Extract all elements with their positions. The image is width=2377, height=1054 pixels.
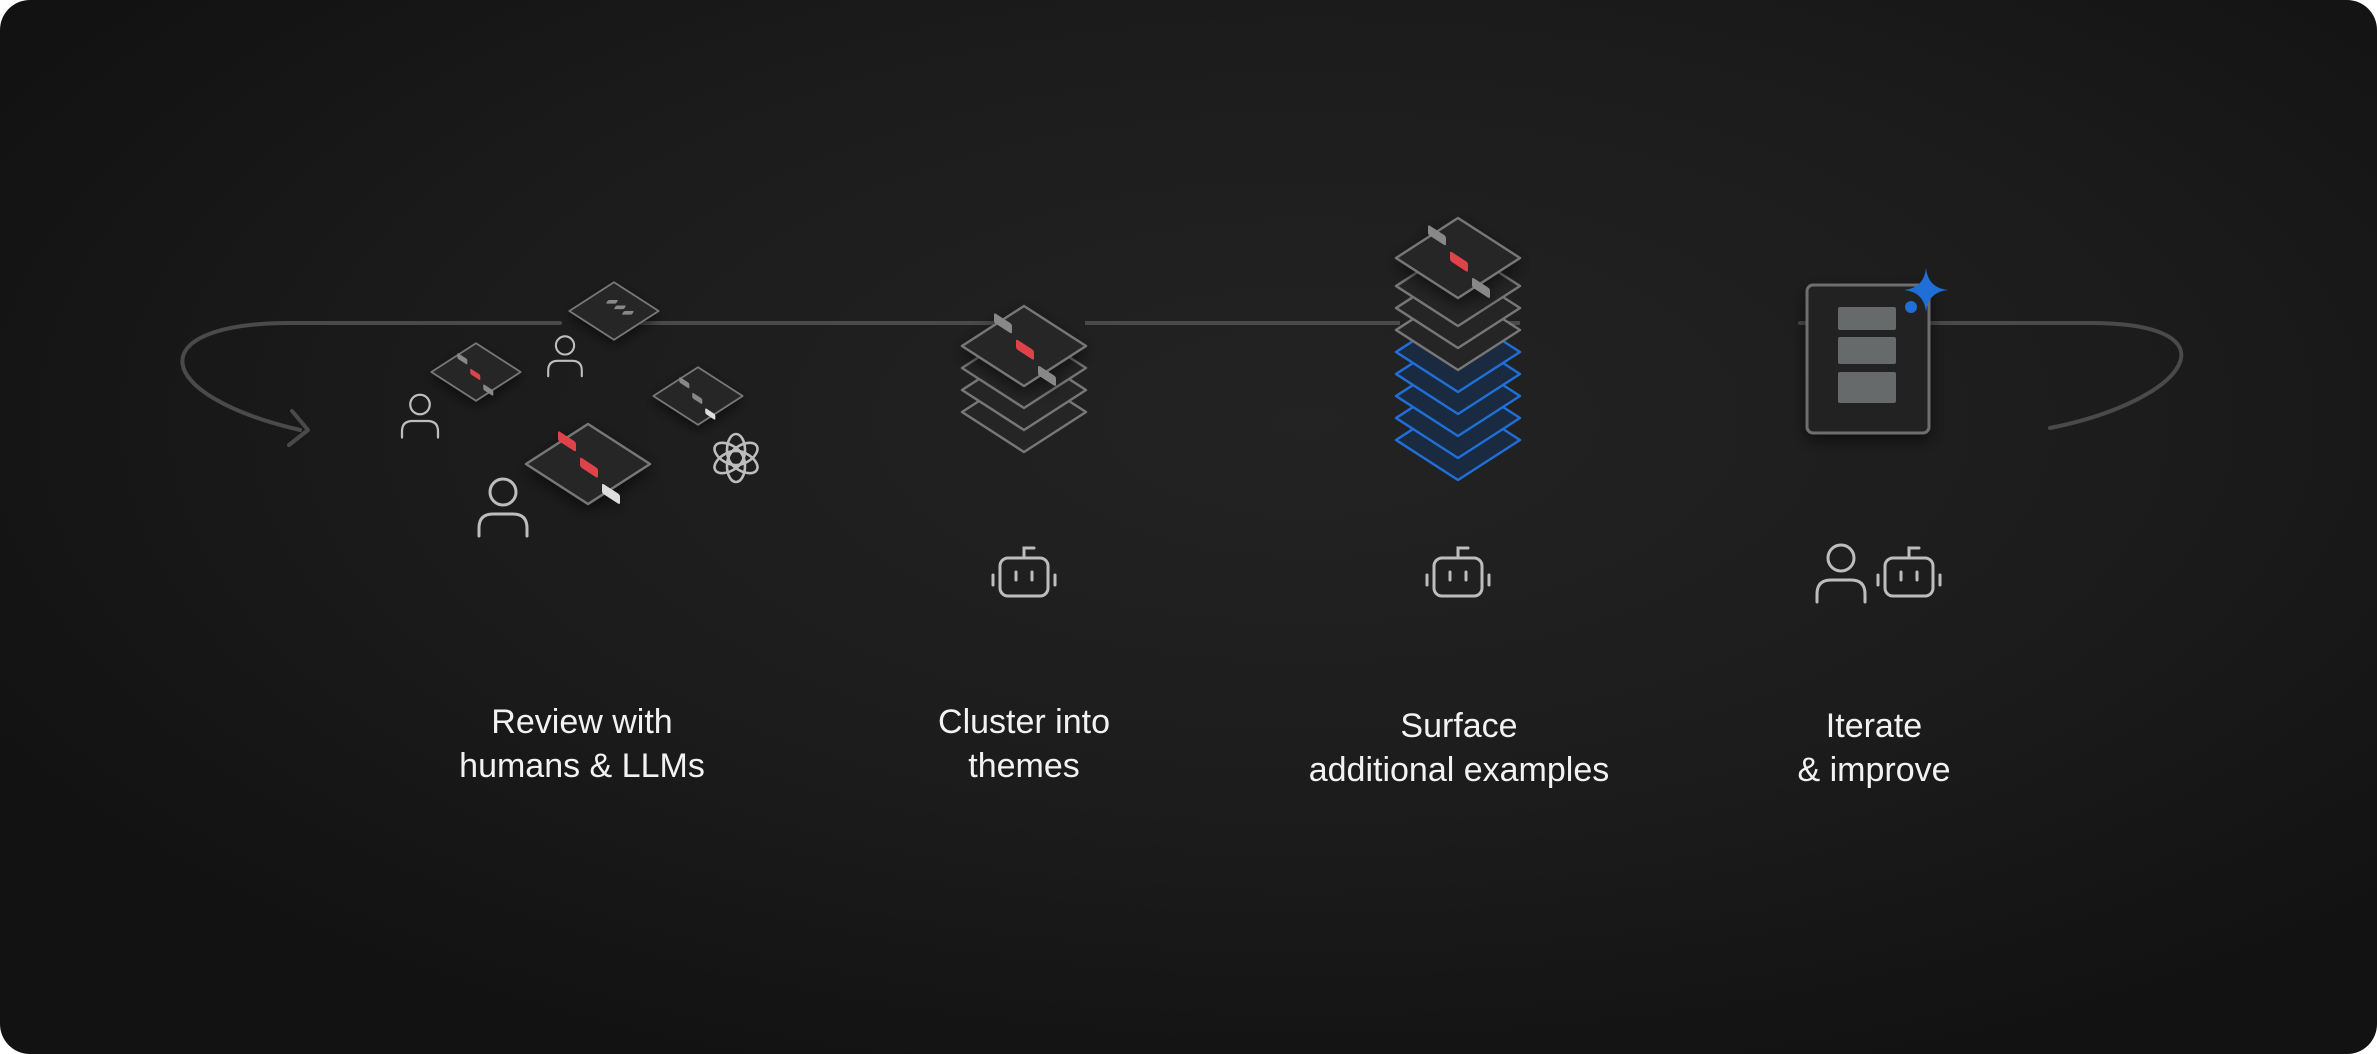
step-label-line: Surface (1400, 707, 1518, 745)
review-sheet-right (652, 366, 744, 426)
review-sheet-left (430, 342, 522, 402)
cluster-stack (960, 304, 1088, 454)
person-icon (477, 477, 529, 538)
person-icon (547, 335, 583, 378)
step-label-review: Review with humans & LLMs (372, 700, 792, 788)
sparkle-icon (1904, 268, 1948, 313)
review-sheet-small-top (568, 281, 660, 341)
step-label-line: Review with (491, 703, 673, 741)
step-label-cluster: Cluster into themes (814, 700, 1234, 788)
review-sheet-main (524, 422, 652, 506)
step-label-line: Cluster into (938, 703, 1110, 741)
step-label-line: additional examples (1308, 751, 1610, 789)
step-label-line: humans & LLMs (459, 747, 705, 785)
step-label-line: Iterate (1825, 707, 1923, 745)
robot-icon (991, 546, 1057, 598)
surface-stack (1394, 216, 1522, 482)
person-icon (400, 393, 440, 439)
iterate-illustration (1805, 268, 1948, 604)
openai-logo-icon (713, 432, 759, 484)
step-label-surface: Surface additional examples (1249, 704, 1669, 792)
person-icon (1815, 543, 1867, 604)
cluster-illustration (960, 304, 1088, 598)
step-label-line: themes (968, 747, 1080, 785)
robot-icon (1425, 546, 1491, 598)
document-card (1805, 283, 1931, 435)
step-label-iterate: Iterate & improve (1664, 704, 2084, 792)
robot-icon (1876, 546, 1942, 598)
surface-illustration (1394, 216, 1522, 598)
loop-line (180, 321, 2184, 447)
review-illustration (400, 281, 759, 538)
step-label-line: & improve (1797, 751, 1951, 789)
